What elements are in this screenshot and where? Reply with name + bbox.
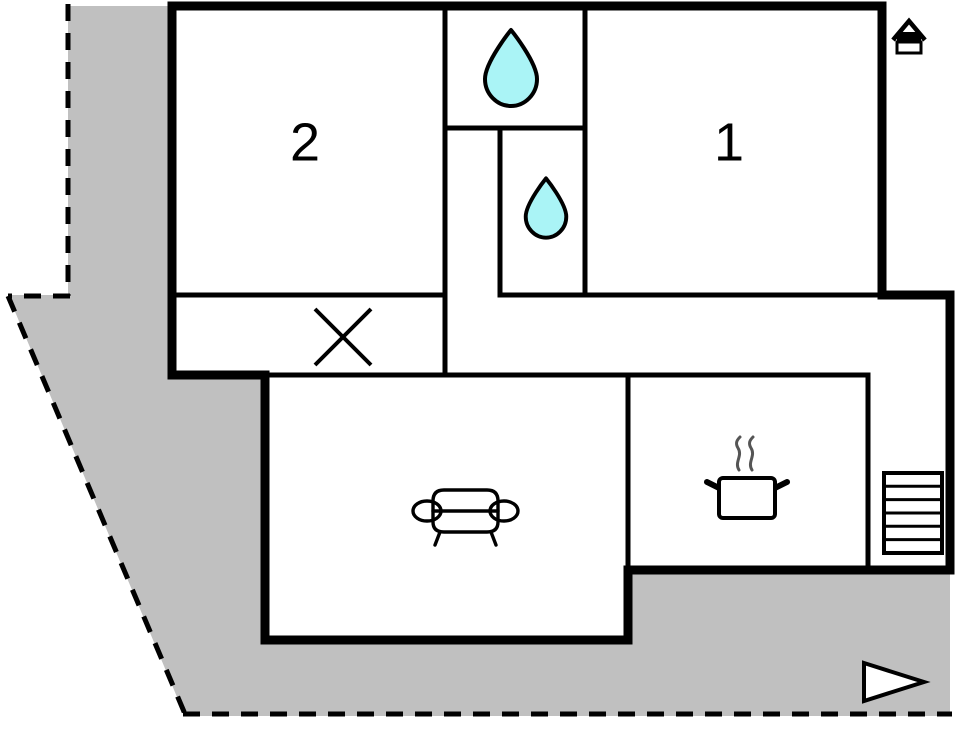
house-lower-block — [895, 40, 923, 55]
cooking-pot-icon — [704, 435, 790, 520]
arrow-right-shape — [862, 660, 931, 704]
sofa-leg-left — [433, 530, 442, 547]
room-label-1: 1 — [714, 112, 744, 172]
house-upper-block — [897, 32, 921, 42]
house-icon — [891, 17, 927, 55]
steam-icon — [735, 435, 755, 472]
arrow-right-icon — [862, 660, 931, 704]
water-drop-shape — [523, 176, 569, 240]
sofa-arm-right — [488, 499, 520, 523]
sofa-icon — [411, 488, 520, 547]
sofa-leg-right — [489, 530, 498, 547]
interior-walls — [169, 3, 885, 573]
cross-icon-stroke-b — [313, 307, 373, 367]
water-drop-icon — [523, 176, 569, 240]
property-boundary-dashed — [5, 4, 952, 717]
stairs-treads — [884, 484, 942, 542]
pot-body — [717, 476, 777, 520]
room-label-2: 2 — [290, 112, 320, 172]
water-drop-shape — [483, 28, 539, 108]
sofa-seat — [431, 509, 500, 534]
stairs-icon — [882, 471, 944, 555]
building-floor-area — [172, 6, 950, 640]
sofa-arm-left — [411, 499, 443, 523]
water-drop-icon — [483, 28, 539, 108]
sofa-backrest — [431, 488, 500, 513]
cross-icon — [313, 307, 373, 367]
